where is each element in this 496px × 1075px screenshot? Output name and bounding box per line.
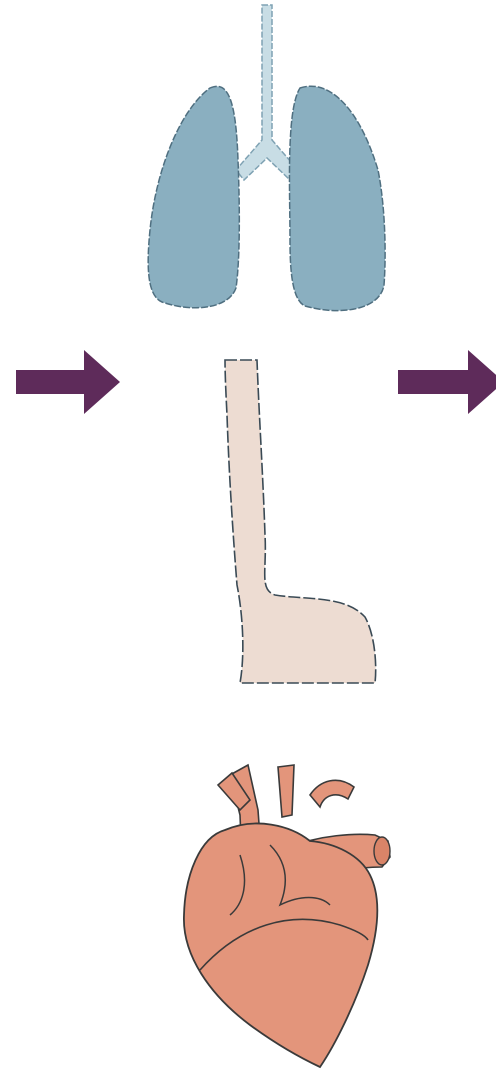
left-lung xyxy=(148,86,239,307)
vessel-mid xyxy=(278,765,294,817)
artery-opening xyxy=(374,837,390,865)
esophagus-icon xyxy=(215,355,385,690)
vessel-right xyxy=(310,780,354,807)
heart-icon xyxy=(170,755,410,1070)
trachea xyxy=(236,5,298,180)
arrow-right-left-icon xyxy=(14,348,124,416)
right-lung xyxy=(289,86,385,310)
lungs-icon xyxy=(140,0,390,320)
arrow-right-right-icon xyxy=(396,348,496,416)
